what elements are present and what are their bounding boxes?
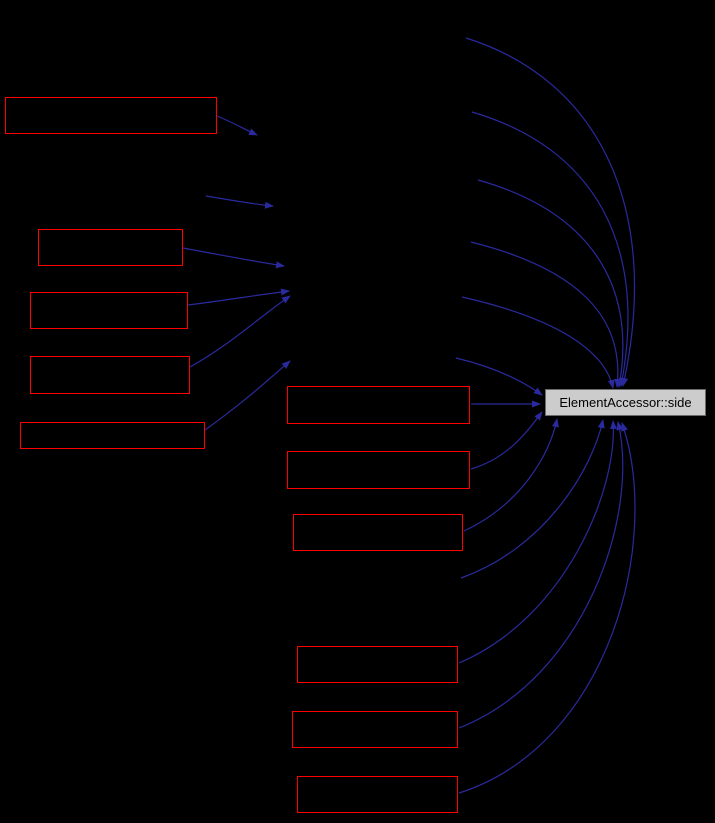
caller-node-10[interactable] xyxy=(292,711,458,748)
edge xyxy=(463,418,559,532)
edge xyxy=(470,411,543,470)
caller-node-4[interactable] xyxy=(30,356,190,394)
caller-node-8[interactable] xyxy=(293,514,463,551)
caller-node-3[interactable] xyxy=(30,292,188,329)
edge xyxy=(205,195,274,209)
caller-node-11[interactable] xyxy=(297,776,458,813)
caller-node-5[interactable] xyxy=(20,422,205,449)
edge xyxy=(458,420,618,664)
edge xyxy=(458,421,624,729)
current-node: ElementAccessor::side xyxy=(545,389,706,416)
edge xyxy=(461,296,615,389)
current-node-label: ElementAccessor::side xyxy=(559,395,692,410)
edge xyxy=(455,357,543,396)
edge xyxy=(204,360,291,431)
edge xyxy=(182,247,285,269)
edge xyxy=(471,111,629,387)
edge xyxy=(477,179,624,388)
caller-node-1[interactable] xyxy=(5,97,217,134)
edge xyxy=(189,295,291,368)
edge xyxy=(465,37,636,387)
caller-node-6[interactable] xyxy=(287,386,470,424)
edge xyxy=(216,115,258,136)
edge xyxy=(187,288,290,306)
edge xyxy=(460,419,605,579)
caller-node-9[interactable] xyxy=(297,646,458,683)
edge xyxy=(470,241,622,388)
caller-node-2[interactable] xyxy=(38,229,183,266)
edge xyxy=(458,422,636,794)
caller-node-7[interactable] xyxy=(287,451,470,489)
